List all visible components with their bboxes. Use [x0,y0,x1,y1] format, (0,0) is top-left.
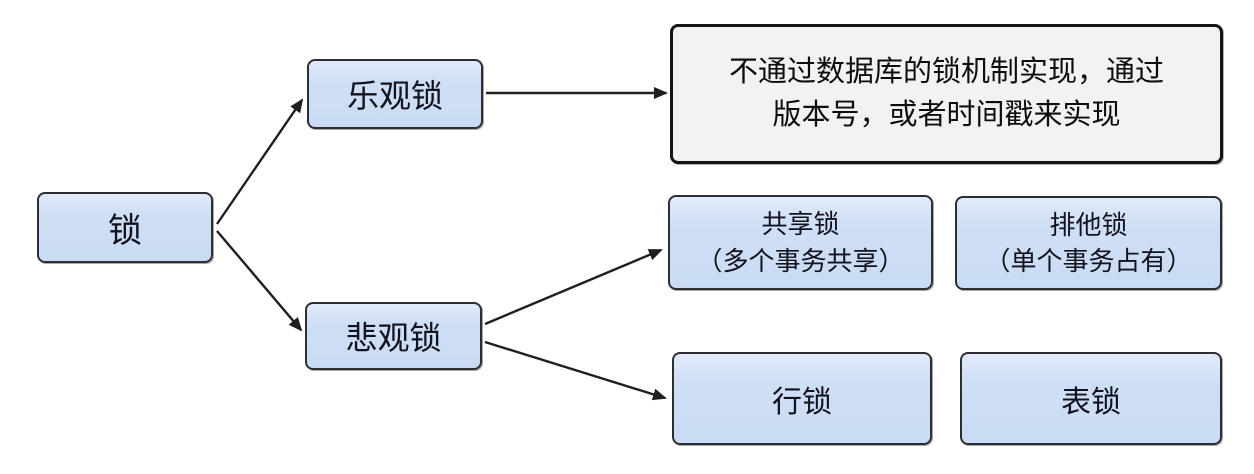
note-optimistic-implementation: 不通过数据库的锁机制实现，通过 版本号，或者时间戳来实现 [670,24,1223,164]
node-shared-lock-label: 共享锁 （多个事务共享） [696,209,905,276]
edge-pessimistic-row [484,340,667,401]
node-row-lock-label: 行锁 [772,385,832,419]
node-optimistic-lock: 乐观锁 [307,59,483,129]
node-lock-label: 锁 [108,212,142,250]
node-row-lock: 行锁 [672,352,932,445]
node-exclusive-lock: 排他锁 （单个事务占有） [955,196,1222,290]
node-shared-lock: 共享锁 （多个事务共享） [668,195,933,290]
edge-lock-optimistic [216,98,304,225]
node-table-lock: 表锁 [960,352,1222,445]
node-table-lock-label: 表锁 [1061,385,1121,419]
node-exclusive-lock-label: 排他锁 （单个事务占有） [984,209,1193,276]
node-lock: 锁 [37,192,213,263]
node-optimistic-lock-label: 乐观锁 [346,78,443,114]
node-pessimistic-lock: 悲观锁 [305,302,482,370]
node-pessimistic-lock-label: 悲观锁 [345,320,442,356]
edge-lock-pessimistic [216,230,303,332]
edge-pessimistic-shared [484,248,663,326]
note-optimistic-implementation-text: 不通过数据库的锁机制实现，通过 版本号，或者时间戳来实现 [728,55,1164,132]
